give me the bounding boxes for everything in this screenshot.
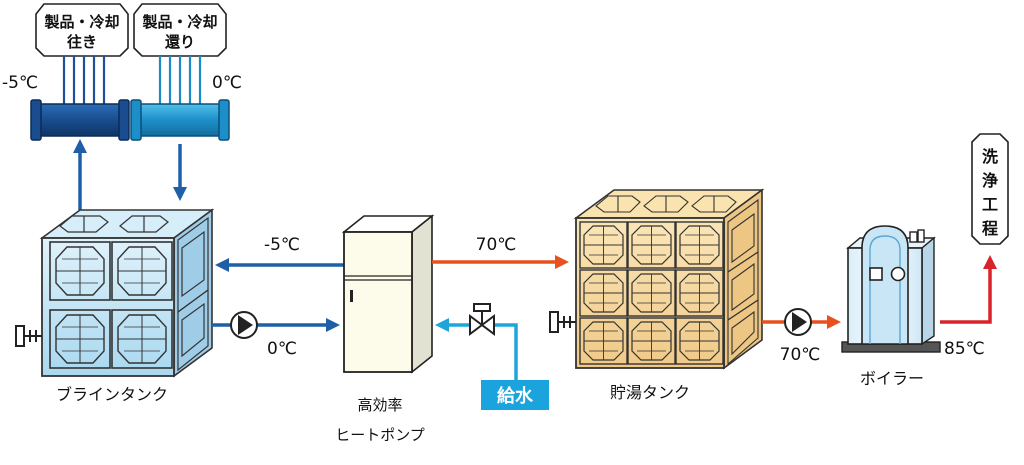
washing-process-box: 洗 浄 工 程 (971, 133, 1009, 245)
water-supply-line (435, 303, 518, 380)
water-supply-box: 給水 (481, 380, 549, 410)
heat-pump-unit (341, 214, 435, 374)
boiler-label: ボイラー (860, 369, 924, 388)
water-valve-icon (469, 303, 495, 336)
washing-char-2: 浄 (982, 171, 998, 190)
supply-header (30, 99, 130, 141)
washing-char-3: 工 (982, 195, 998, 214)
brine-tank (15, 208, 215, 378)
brine-pump-icon (230, 311, 258, 339)
brine-out-temp: -5℃ (264, 235, 300, 255)
heat-pump-label-line1: 高効率 (357, 396, 402, 414)
boiler-to-washing-pipe (940, 255, 997, 324)
washing-char-4: 程 (982, 219, 998, 238)
product-return-label-box: 製品・冷却 還り (133, 3, 227, 57)
product-supply-line2: 往き (67, 33, 97, 51)
boiler-out-temp: 85℃ (944, 339, 985, 359)
supply-temp-label: -5℃ (2, 73, 38, 93)
product-return-line1: 製品・冷却 (141, 13, 217, 31)
water-supply-label: 給水 (497, 385, 534, 407)
product-supply-line1: 製品・冷却 (43, 13, 119, 31)
hp-to-storage-temp: 70℃ (476, 235, 517, 255)
heat-pump-label-line2: ヒートポンプ (335, 426, 425, 444)
product-return-line2: 還り (165, 33, 195, 51)
storage-to-boiler-temp: 70℃ (780, 345, 821, 365)
return-temp-label: 0℃ (212, 73, 242, 93)
storage-pump-icon (784, 308, 812, 336)
storage-tank-label: 貯湯タンク (610, 383, 690, 402)
supply-header-pipes (62, 56, 106, 104)
storage-tank (549, 188, 765, 370)
brine-in-temp: 0℃ (267, 339, 297, 359)
brine-tank-label: ブラインタンク (56, 385, 168, 404)
washing-char-1: 洗 (982, 147, 998, 166)
product-supply-label-box: 製品・冷却 往き (35, 3, 129, 57)
return-header (130, 99, 230, 141)
boiler-unit (841, 225, 941, 353)
return-header-pipes (158, 56, 202, 104)
